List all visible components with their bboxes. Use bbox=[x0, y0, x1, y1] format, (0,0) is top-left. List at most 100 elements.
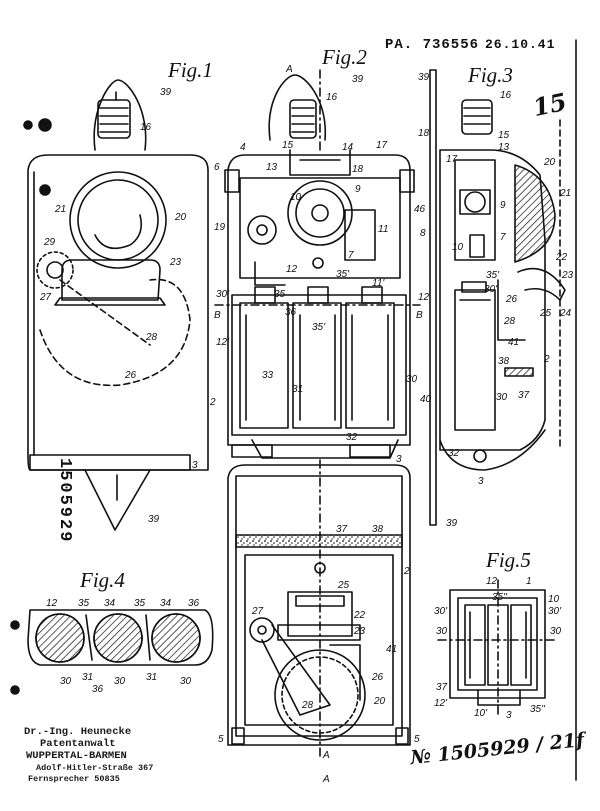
fig1-label-2: 21 bbox=[54, 204, 66, 215]
fig3-label-14: 23 bbox=[561, 270, 574, 281]
fig4-label-8: 36 bbox=[92, 684, 104, 695]
fig4-label-0: 12 bbox=[46, 598, 58, 609]
fig1-label-7: 28 bbox=[145, 332, 158, 343]
fig5-label-9: 12' bbox=[434, 698, 448, 709]
fig5-label-8: 37 bbox=[436, 682, 448, 693]
stamp-line-1: Dr.-Ing. Heunecke bbox=[24, 726, 132, 738]
fig3-label-27: 40 bbox=[420, 394, 432, 405]
fig1-label-4: 29 bbox=[43, 237, 56, 248]
fig5-label-5: 30' bbox=[548, 606, 562, 617]
fig2-label-30: A bbox=[322, 774, 330, 785]
fig1-label-6: 27 bbox=[39, 292, 52, 303]
fig3-label-30: 39 bbox=[446, 518, 458, 529]
fig2-label-6: 17 bbox=[376, 140, 388, 151]
figure-title-2: Fig.2 bbox=[322, 45, 367, 69]
fig3-label-11: 10 bbox=[452, 242, 464, 253]
fig3-label-4: 18 bbox=[418, 128, 430, 139]
fig4-label-3: 35 bbox=[134, 598, 146, 609]
fig3-label-9: 9 bbox=[500, 200, 506, 211]
fig2-lower-label-10: 20 bbox=[373, 696, 386, 707]
fig4-label-4: 34 bbox=[160, 598, 172, 609]
fig1-label-5: 23 bbox=[169, 257, 182, 268]
fig2-lower-label-5: 22 bbox=[353, 610, 366, 621]
fig2-label-11: 10 bbox=[290, 192, 302, 203]
fig2-label-10: 9 bbox=[355, 184, 361, 195]
fig2-label-26: 31 bbox=[292, 384, 303, 395]
figure-4-drawing bbox=[10, 609, 214, 695]
fig2-label-15: 12 bbox=[286, 264, 298, 275]
fig5-label-11: 3 bbox=[506, 710, 512, 721]
fig2-label-21: B bbox=[416, 310, 423, 321]
fig5-label-0: 12 bbox=[486, 576, 498, 587]
figure-title-3: Fig.3 bbox=[468, 63, 513, 87]
fig3-label-29: 3 bbox=[478, 476, 484, 487]
fig2-label-29: 3 bbox=[396, 454, 402, 465]
fig3-label-17: 26 bbox=[505, 294, 518, 305]
stamp-line-4: Adolf-Hitler-Straße 367 bbox=[36, 763, 154, 773]
fig2-label-1: 39 bbox=[352, 74, 364, 85]
fig2-lower-label-3: 25 bbox=[337, 580, 350, 591]
fig2-label-2: 16 bbox=[326, 92, 338, 103]
fig5-label-3: 30' bbox=[434, 606, 448, 617]
fig3-label-3: 13 bbox=[498, 142, 510, 153]
fig2-lower-label-7: 41 bbox=[386, 644, 397, 655]
fig2-label-18: 35 bbox=[274, 289, 286, 300]
fig4-label-2: 34 bbox=[104, 598, 116, 609]
patent-date: 26.10.41 bbox=[485, 37, 556, 52]
fig3-label-16: 30' bbox=[484, 284, 498, 295]
fig3-label-24: 38 bbox=[498, 356, 510, 367]
fig2-label-20: B bbox=[214, 310, 221, 321]
fig3-label-20: 25 bbox=[539, 308, 552, 319]
figure-2-lower-drawing bbox=[227, 459, 411, 761]
patent-reference: PA. 736556 bbox=[385, 37, 480, 53]
fig1-label-0: 39 bbox=[160, 87, 172, 98]
fig1-label-3: 20 bbox=[174, 212, 187, 223]
fig2-label-28: 32 bbox=[346, 432, 358, 443]
fig3-label-18: 12 bbox=[418, 292, 430, 303]
fig5-label-4: 35'' bbox=[492, 592, 508, 603]
fig2-lower-label-8: 26 bbox=[371, 672, 384, 683]
fig2-label-4: 15 bbox=[282, 140, 294, 151]
fig2-label-0: A bbox=[285, 64, 293, 75]
fig2-label-12: 19 bbox=[214, 222, 226, 233]
fig2-label-9: 6 bbox=[214, 162, 220, 173]
fig2-lower-label-13: A bbox=[322, 750, 330, 761]
fig2-label-22: 12' bbox=[216, 337, 230, 348]
fig4-label-1: 35 bbox=[78, 598, 90, 609]
fig3-label-13: 22 bbox=[555, 252, 568, 263]
fig3-label-7: 21 bbox=[559, 188, 571, 199]
fig4-label-6: 30 bbox=[60, 676, 72, 687]
fig3-label-19: 28 bbox=[503, 316, 516, 327]
fig2-label-3: 4 bbox=[240, 142, 246, 153]
figure-1-drawing bbox=[23, 79, 209, 531]
fig3-label-12: 7 bbox=[500, 232, 506, 243]
fig5-label-2: 10 bbox=[548, 594, 560, 605]
figure-5-drawing bbox=[437, 579, 559, 716]
fig2-lower-label-0: 37 bbox=[336, 524, 348, 535]
fig2-label-13: 11 bbox=[378, 224, 388, 235]
fig2-lower-label-9: 28 bbox=[301, 700, 314, 711]
fig2-lower-label-11: 5 bbox=[218, 734, 224, 745]
fig1-label-8: 26 bbox=[124, 370, 137, 381]
fig2-label-8: 18 bbox=[352, 164, 364, 175]
fig5-label-1: 1 bbox=[526, 576, 532, 587]
figure-3-drawing bbox=[429, 69, 566, 526]
stamp-line-2: Patentanwalt bbox=[40, 738, 116, 750]
fig3-label-26: 37 bbox=[518, 390, 530, 401]
fig2-lower-label-4: 27 bbox=[251, 606, 264, 617]
stamp-line-5: Fernsprecher 50835 bbox=[28, 774, 120, 784]
fig2-label-24: 35' bbox=[312, 322, 326, 333]
fig2-lower-label-12: 5 bbox=[414, 734, 420, 745]
fig1-label-1: 16 bbox=[140, 122, 152, 133]
figure-title-4: Fig.4 bbox=[80, 568, 125, 592]
fig3-label-15: 35' bbox=[486, 270, 500, 281]
fig1-label-9: 2 bbox=[209, 397, 216, 408]
fig2-label-27: 30 bbox=[406, 374, 418, 385]
fig2-lower-label-6: 23 bbox=[353, 626, 366, 637]
fig2-label-5: 14 bbox=[342, 142, 354, 153]
fig2-label-19: 11' bbox=[372, 278, 385, 289]
fig1-label-10: 3 bbox=[192, 460, 198, 471]
fig4-label-7: 31 bbox=[82, 672, 93, 683]
